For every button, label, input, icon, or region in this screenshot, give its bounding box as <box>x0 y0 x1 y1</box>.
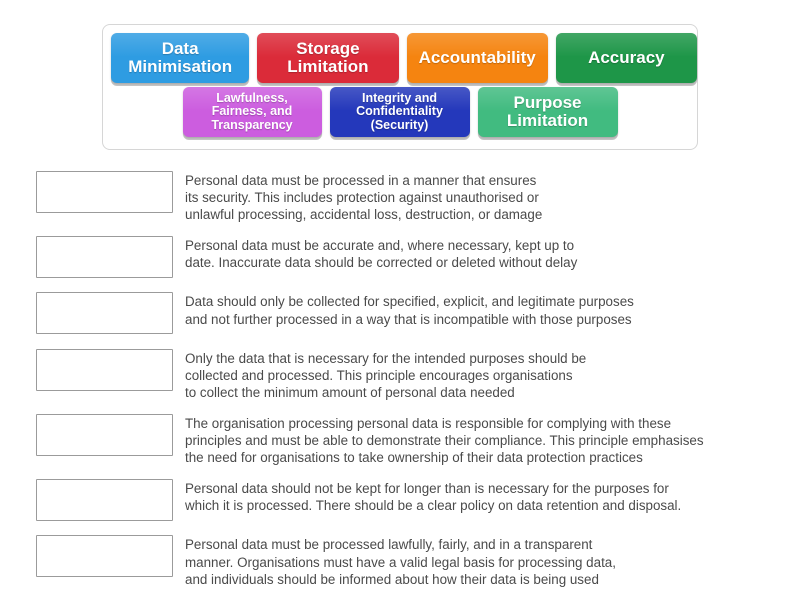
answer-row: Personal data must be processed lawfully… <box>36 535 781 587</box>
answer-text-2: Personal data must be accurate and, wher… <box>185 237 578 271</box>
tile-storage-limitation[interactable]: Storage Limitation <box>257 33 399 83</box>
tile-tray: Data Minimisation Storage Limitation Acc… <box>102 24 698 150</box>
tile-label: Purpose Limitation <box>506 92 589 130</box>
tile-row-top: Data Minimisation Storage Limitation Acc… <box>103 33 697 83</box>
tile-purpose-limitation[interactable]: Purpose Limitation <box>477 87 618 137</box>
drop-zone-2[interactable] <box>36 235 173 278</box>
tile-label: Data Minimisation <box>128 38 233 76</box>
answer-list: Personal data must be processed in a man… <box>36 171 781 600</box>
drop-zone-7[interactable] <box>36 535 173 578</box>
drop-zone-6[interactable] <box>36 478 173 521</box>
tile-label: Lawfulness, Fairness, and Transparency <box>211 90 293 132</box>
tile-lawfulness-fairness-transparency[interactable]: Lawfulness, Fairness, and Transparency <box>182 87 322 137</box>
answer-text-4: Only the data that is necessary for the … <box>185 350 587 401</box>
answer-text-5: The organisation processing personal dat… <box>185 415 704 466</box>
answer-row: Only the data that is necessary for the … <box>36 348 781 401</box>
answer-row: The organisation processing personal dat… <box>36 413 781 466</box>
tile-label: Storage Limitation <box>287 38 369 76</box>
tile-data-minimisation[interactable]: Data Minimisation <box>111 33 250 83</box>
tile-label: Accuracy <box>588 47 665 67</box>
tile-label: Integrity and Confidentiality (Security) <box>356 90 443 132</box>
answer-row: Data should only be collected for specif… <box>36 292 781 336</box>
answer-row: Personal data should not be kept for lon… <box>36 478 781 523</box>
drop-zone-4[interactable] <box>36 348 173 391</box>
answer-text-7: Personal data must be processed lawfully… <box>185 537 616 587</box>
tile-integrity-confidentiality[interactable]: Integrity and Confidentiality (Security) <box>329 87 470 137</box>
tile-accuracy[interactable]: Accuracy <box>555 33 697 83</box>
answer-text-3: Data should only be collected for specif… <box>185 294 634 327</box>
answer-row: Personal data must be processed in a man… <box>36 171 781 223</box>
tile-row-bottom: Lawfulness, Fairness, and Transparency I… <box>103 87 697 137</box>
drop-zone-3[interactable] <box>36 292 173 335</box>
answer-text-1: Personal data must be processed in a man… <box>185 173 543 223</box>
drop-zone-1[interactable] <box>36 171 173 213</box>
tile-label: Accountability <box>418 47 536 67</box>
tile-accountability[interactable]: Accountability <box>406 33 548 83</box>
drop-zone-5[interactable] <box>36 413 173 456</box>
answer-text-6: Personal data should not be kept for lon… <box>185 480 682 514</box>
answer-row: Personal data must be accurate and, wher… <box>36 235 781 280</box>
